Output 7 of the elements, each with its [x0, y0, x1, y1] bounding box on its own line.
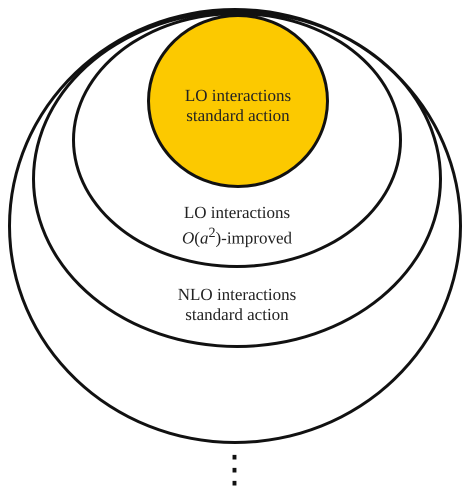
circle-label: NLO interactions standard action: [176, 285, 298, 325]
circle-label: LO interactions standard action: [184, 86, 292, 126]
ellipsis-mark: ⋮: [216, 447, 254, 491]
region-circle: [32, 10, 442, 348]
outer-circle: [8, 8, 462, 444]
circle-label: LO interactions O(a$^{2}$)-improved: [180, 203, 293, 249]
region-circle: [72, 12, 402, 268]
